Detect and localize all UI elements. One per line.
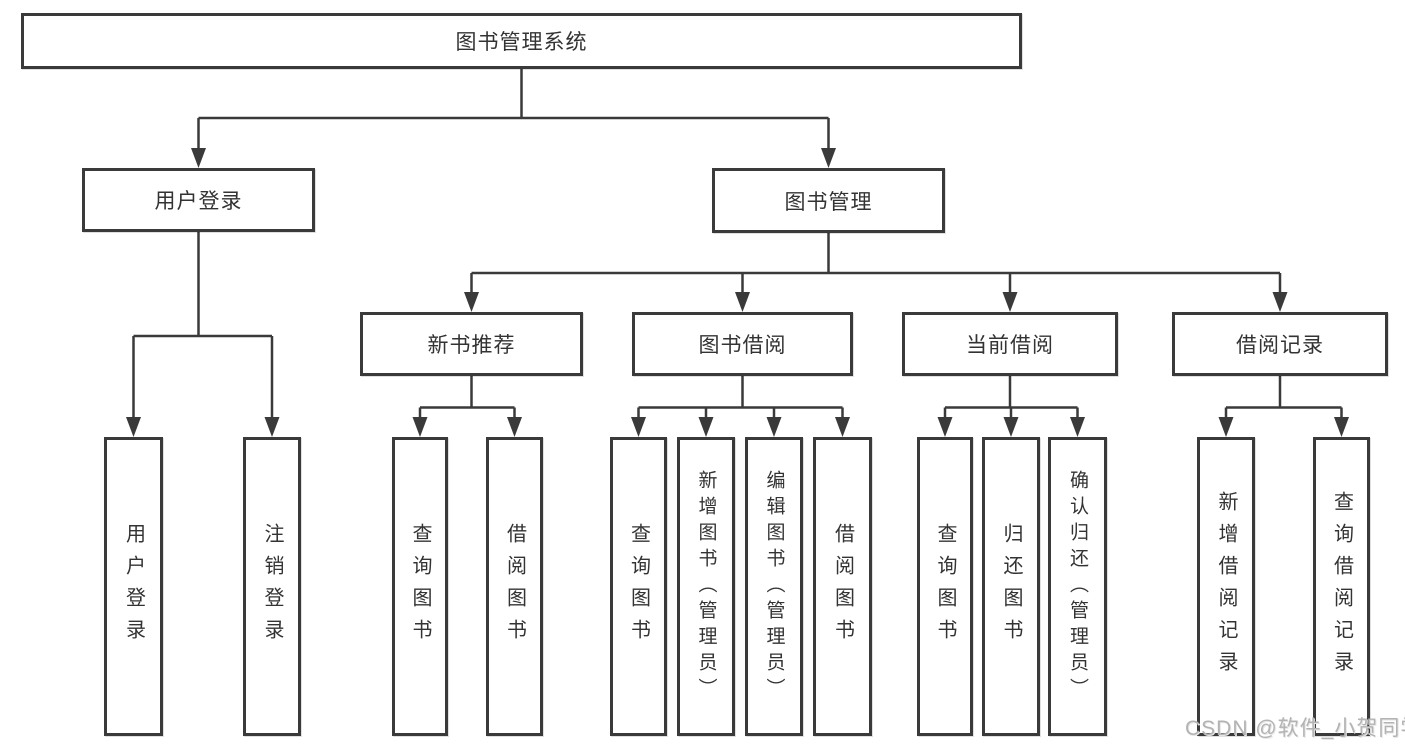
leaf-add-books-admin: 新增图书（管理员）	[677, 437, 735, 736]
node-current-borrowing: 当前借阅	[902, 312, 1118, 376]
node-book-management-label: 图书管理	[784, 190, 873, 214]
leaf-borrowing-borrow-books: 借阅图书	[813, 437, 872, 736]
leaf-user-login-label: 用户登录	[122, 522, 145, 651]
connector-user-login-children	[132, 232, 274, 423]
leaf-current-query-books-label: 查询图书	[934, 522, 956, 651]
leaf-borrowing-query-books-label: 查询图书	[627, 522, 650, 651]
node-user-login-label: 用户登录	[154, 190, 243, 213]
connector-current-borrowing-children	[943, 376, 1079, 423]
leaf-user-login: 用户登录	[104, 437, 163, 736]
leaf-add-borrow-record-label: 新增借阅记录	[1215, 490, 1237, 683]
node-user-login: 用户登录	[82, 168, 315, 232]
leaf-borrowing-query-books: 查询图书	[610, 437, 667, 736]
leaf-recommend-query-books: 查询图书	[392, 437, 448, 736]
node-root: 图书管理系统	[21, 13, 1022, 69]
leaf-query-borrow-record-label: 查询借阅记录	[1330, 490, 1353, 683]
leaf-add-books-admin-label: 新增图书（管理员）	[695, 469, 717, 704]
leaf-confirm-return-admin-label: 确认归还（管理员）	[1067, 469, 1088, 704]
node-borrowing-records: 借阅记录	[1172, 312, 1388, 376]
connector-book-management-children	[470, 233, 1282, 298]
leaf-recommend-borrow-books-label: 借阅图书	[503, 522, 526, 651]
leaf-add-borrow-record: 新增借阅记录	[1197, 437, 1255, 736]
leaf-recommend-borrow-books: 借阅图书	[486, 437, 543, 736]
node-new-book-recommend-label: 新书推荐	[427, 334, 516, 357]
node-book-borrowing-label: 图书借阅	[698, 334, 787, 357]
watermark: CSDN @软件_小贺同学	[1185, 717, 1405, 740]
leaf-edit-books-admin: 编辑图书（管理员）	[745, 437, 803, 736]
node-book-borrowing: 图书借阅	[632, 312, 853, 376]
leaf-query-borrow-record: 查询借阅记录	[1313, 437, 1370, 736]
leaf-recommend-query-books-label: 查询图书	[409, 522, 431, 651]
connector-root-to-level2	[197, 69, 830, 154]
connector-book-borrowing-children	[637, 376, 844, 423]
node-borrowing-records-label: 借阅记录	[1236, 334, 1324, 357]
leaf-logout: 注销登录	[243, 437, 301, 736]
leaf-logout-label: 注销登录	[261, 522, 283, 651]
node-current-borrowing-label: 当前借阅	[966, 334, 1054, 357]
leaf-return-books-label: 归还图书	[1000, 522, 1022, 651]
node-book-management: 图书管理	[712, 168, 945, 233]
connector-new-book-recommend-children	[418, 376, 516, 423]
leaf-borrowing-borrow-books-label: 借阅图书	[831, 522, 854, 651]
node-new-book-recommend: 新书推荐	[360, 312, 583, 376]
leaf-confirm-return-admin: 确认归还（管理员）	[1048, 437, 1107, 736]
node-root-label: 图书管理系统	[455, 31, 588, 54]
arrowheads	[126, 148, 1349, 437]
leaf-current-query-books: 查询图书	[917, 437, 973, 736]
leaf-return-books: 归还图书	[982, 437, 1040, 736]
connector-borrowing-records-children	[1224, 376, 1343, 423]
leaf-edit-books-admin-label: 编辑图书（管理员）	[763, 469, 785, 704]
